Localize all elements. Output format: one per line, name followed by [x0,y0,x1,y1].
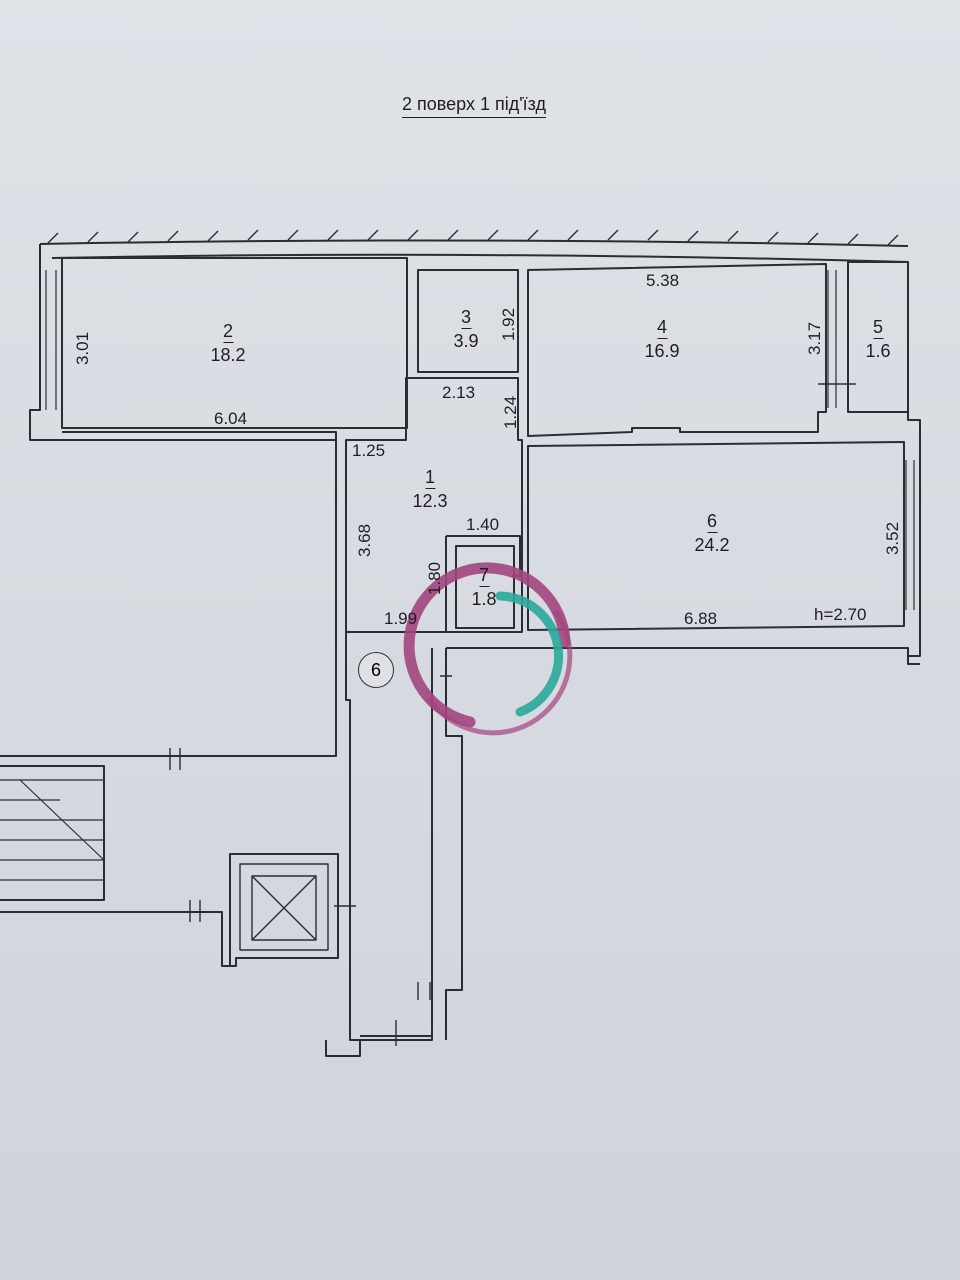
room-5-number: 5 [872,317,883,339]
dim-room4-depth: 3.17 [805,321,825,356]
room-7-number: 7 [478,565,489,587]
dim-room7-width: 1.40 [466,515,500,534]
room-7-outline [455,545,515,629]
exterior-wall-top [39,239,909,247]
room-3-label: 3 3.9 [453,308,478,350]
stair-flights [0,779,105,881]
room-3-area: 3.9 [453,331,479,351]
room-1-number: 1 [424,467,436,489]
right-exterior [907,656,920,665]
dim-room4-width: 5.38 [646,271,680,290]
room-4-window [827,270,837,408]
room-4-label: 4 16.9 [644,318,679,360]
page-title: 2 поверх 1 під'їзд [402,94,547,118]
room-1-area: 12.3 [412,491,448,511]
room-2-left-wall [29,244,337,441]
room-5-label: 5 1.6 [865,318,890,360]
room-5-right-wall [907,262,921,448]
room-2-outline [61,257,408,429]
door-ticks [169,383,856,1046]
corridor-lower [0,440,463,1041]
room-2-window [45,270,57,410]
dim-room6-width: 6.88 [684,609,718,628]
dim-room7-depth: 1.80 [425,561,445,596]
room-4-number: 4 [656,317,668,339]
room-5-area: 1.6 [865,341,891,361]
stair-well [0,765,339,967]
dim-room3-width: 2.13 [442,383,476,402]
dim-room3-depth: 1.92 [499,307,519,342]
room-4-area: 16.9 [644,341,680,361]
dim-hall-bottom: 1.99 [384,609,418,628]
dim-corridor-upper: 1.24 [501,395,521,430]
room-7-label: 7 1.8 [471,566,496,608]
room-6-label: 6 24.2 [694,512,729,554]
wall-hatching [47,229,899,246]
room-2-area: 18.2 [210,345,246,365]
room-6-number: 6 [706,511,718,533]
room-1-outline [345,377,523,633]
room-2-number: 2 [222,321,234,343]
room-6-outline [527,441,905,631]
dim-room6-depth: 3.52 [883,521,903,556]
dim-room2-width: 6.04 [214,409,248,428]
logo-watermark-icon [403,562,573,736]
lift-shaft [239,863,329,951]
room-7-area: 1.8 [471,589,497,609]
room-3-outline [417,269,519,373]
room-6-right-wall [446,448,921,657]
dim-hall-depth: 3.68 [355,523,375,558]
room-3-number: 3 [460,307,471,329]
room-2-label: 2 18.2 [210,322,245,364]
room-6-window [905,460,915,610]
section-marker: 6 [358,652,394,688]
exterior-wall-top-inner [51,253,909,263]
room-4-outline [527,263,827,437]
room-6-area: 24.2 [694,535,730,555]
ceiling-height: h=2.70 [814,605,867,624]
dim-hall-width: 1.25 [352,441,386,460]
room-1-label: 1 12.3 [412,468,447,510]
dim-room2-depth: 3.01 [73,331,93,366]
